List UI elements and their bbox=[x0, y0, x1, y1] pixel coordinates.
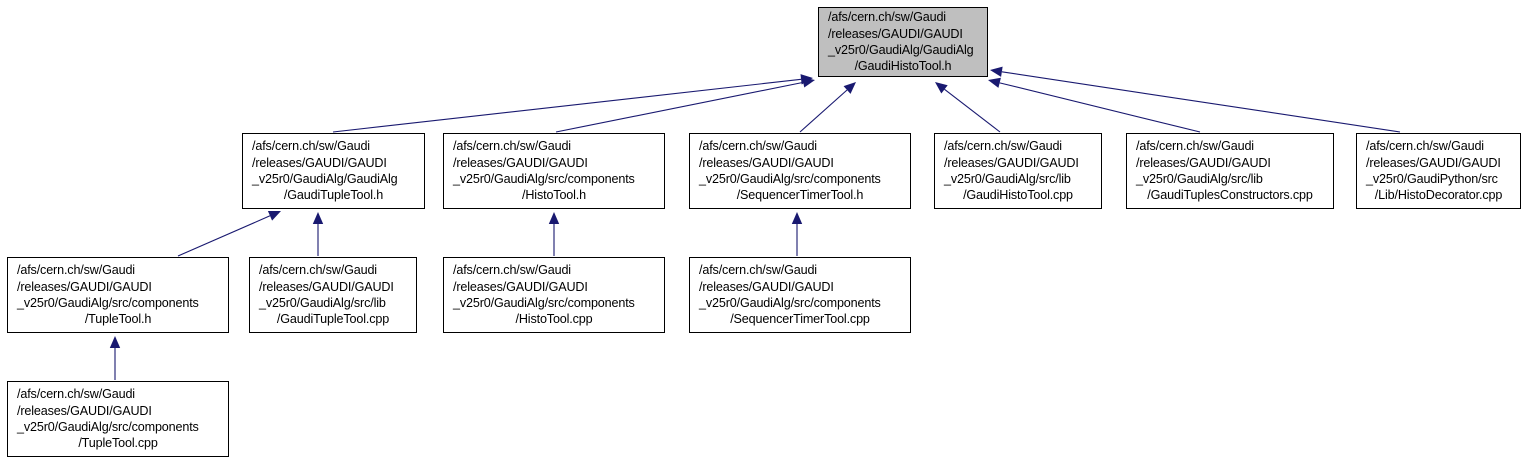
graph-node-label-line: _v25r0/GaudiAlg/src/components bbox=[699, 296, 881, 310]
graph-node-label-line: /releases/GAUDI/GAUDI bbox=[699, 279, 834, 294]
graph-node-label-line: /afs/cern.ch/sw/Gaudi bbox=[699, 263, 817, 278]
graph-node-label-line: /releases/GAUDI/GAUDI bbox=[259, 279, 394, 294]
graph-node-label-line: /HistoTool.cpp bbox=[515, 312, 593, 327]
graph-edge-arrowhead-gauditupletool_h-to-gaudihistotool_h bbox=[800, 74, 813, 85]
graph-edge-arrowhead-tupletool_cpp-to-tupletool_h bbox=[109, 336, 121, 348]
graph-node-histotool_cpp[interactable]: /afs/cern.ch/sw/Gaudi/releases/GAUDI/GAU… bbox=[443, 257, 665, 333]
graph-node-label-line: /GaudiHistoTool.cpp bbox=[963, 188, 1073, 203]
graph-node-gaudihistotool_cpp[interactable]: /afs/cern.ch/sw/Gaudi/releases/GAUDI/GAU… bbox=[934, 133, 1102, 209]
graph-edge-arrowhead-sequencertimertool_cpp-to-sequencertimertool_h bbox=[791, 212, 803, 224]
graph-node-label-line: /releases/GAUDI/GAUDI bbox=[453, 279, 588, 294]
graph-node-gauditupletool_cpp[interactable]: /afs/cern.ch/sw/Gaudi/releases/GAUDI/GAU… bbox=[249, 257, 417, 333]
graph-node-gaudihistotool_h[interactable]: /afs/cern.ch/sw/Gaudi/releases/GAUDI/GAU… bbox=[818, 7, 988, 77]
graph-node-label-line: /afs/cern.ch/sw/Gaudi bbox=[453, 139, 571, 154]
graph-edge-line-gauditublesconstructors_cpp-to-gaudihistotool_h bbox=[999, 82, 1201, 133]
graph-node-label-line: _v25r0/GaudiAlg/src/lib bbox=[259, 296, 386, 310]
graph-edge-arrowhead-sequencertimertool_h-to-gaudihistotool_h bbox=[843, 82, 856, 94]
graph-edge-arrowhead-histodecorator_cpp-to-gaudihistotool_h bbox=[990, 66, 1003, 77]
graph-node-label-line: /afs/cern.ch/sw/Gaudi bbox=[699, 139, 817, 154]
graph-node-label-line: /releases/GAUDI/GAUDI bbox=[453, 155, 588, 170]
graph-edge-line-histodecorator_cpp-to-gaudihistotool_h bbox=[1001, 71, 1401, 133]
graph-node-gauditublesconstructors_cpp[interactable]: /afs/cern.ch/sw/Gaudi/releases/GAUDI/GAU… bbox=[1126, 133, 1334, 209]
graph-node-label-line: /releases/GAUDI/GAUDI bbox=[1366, 155, 1501, 170]
graph-node-label-line: _v25r0/GaudiPython/src bbox=[1366, 172, 1498, 186]
graph-node-label-line: _v25r0/GaudiAlg/GaudiAlg bbox=[828, 43, 974, 57]
graph-node-label-line: /GaudiTuplesConstructors.cpp bbox=[1147, 188, 1313, 203]
graph-node-label-line: _v25r0/GaudiAlg/src/components bbox=[17, 296, 199, 310]
graph-node-label-line: /afs/cern.ch/sw/Gaudi bbox=[259, 263, 377, 278]
graph-node-label-line: _v25r0/GaudiAlg/src/components bbox=[699, 172, 881, 186]
graph-node-label-line: _v25r0/GaudiAlg/src/lib bbox=[1136, 172, 1263, 186]
graph-node-label-line: /releases/GAUDI/GAUDI bbox=[252, 155, 387, 170]
graph-node-label-line: /afs/cern.ch/sw/Gaudi bbox=[17, 387, 135, 402]
graph-edge-line-gauditupletool_h-to-gaudihistotool_h bbox=[332, 78, 802, 133]
graph-node-label-line: /afs/cern.ch/sw/Gaudi bbox=[944, 139, 1062, 154]
graph-edge-arrowhead-histotool_cpp-to-histotool_h bbox=[548, 212, 560, 224]
graph-node-label-line: /releases/GAUDI/GAUDI bbox=[699, 155, 834, 170]
graph-node-label-line: /SequencerTimerTool.h bbox=[736, 188, 864, 203]
graph-edge-line-gaudihistotool_cpp-to-gaudihistotool_h bbox=[944, 88, 1001, 133]
graph-node-label-line: /releases/GAUDI/GAUDI bbox=[17, 403, 152, 418]
graph-node-label-line: /TupleTool.cpp bbox=[78, 436, 158, 451]
graph-node-label-line: /releases/GAUDI/GAUDI bbox=[828, 26, 963, 41]
graph-node-label-line: /afs/cern.ch/sw/Gaudi bbox=[1136, 139, 1254, 154]
graph-node-label-line: /TupleTool.h bbox=[84, 312, 152, 327]
graph-node-histotool_h[interactable]: /afs/cern.ch/sw/Gaudi/releases/GAUDI/GAU… bbox=[443, 133, 665, 209]
graph-node-label-line: _v25r0/GaudiAlg/src/components bbox=[453, 296, 635, 310]
graph-node-label-line: /afs/cern.ch/sw/Gaudi bbox=[453, 263, 571, 278]
graph-node-label-line: /HistoTool.h bbox=[522, 188, 586, 203]
graph-edge-line-histotool_h-to-gaudihistotool_h bbox=[555, 81, 804, 133]
graph-node-label-line: _v25r0/GaudiAlg/src/components bbox=[17, 420, 199, 434]
graph-node-label-line: /GaudiTupleTool.h bbox=[283, 188, 384, 203]
graph-node-label-line: /afs/cern.ch/sw/Gaudi bbox=[828, 10, 946, 25]
graph-node-tupletool_cpp[interactable]: /afs/cern.ch/sw/Gaudi/releases/GAUDI/GAU… bbox=[7, 381, 229, 457]
graph-node-label-line: /afs/cern.ch/sw/Gaudi bbox=[252, 139, 370, 154]
graph-edge-line-sequencertimertool_h-to-gaudihistotool_h bbox=[799, 89, 848, 133]
graph-edge-line-tupletool_h-to-gauditupletool_h bbox=[177, 215, 271, 257]
graph-node-histodecorator_cpp[interactable]: /afs/cern.ch/sw/Gaudi/releases/GAUDI/GAU… bbox=[1356, 133, 1521, 209]
graph-node-label-line: /releases/GAUDI/GAUDI bbox=[944, 155, 1079, 170]
graph-node-label-line: /Lib/HistoDecorator.cpp bbox=[1374, 188, 1503, 203]
graph-edge-arrowhead-gauditublesconstructors_cpp-to-gaudihistotool_h bbox=[988, 77, 1001, 88]
graph-node-label-line: /GaudiHistoTool.h bbox=[854, 59, 952, 74]
graph-edge-arrowhead-gauditupletool_cpp-to-gauditupletool_h bbox=[312, 212, 324, 224]
graph-node-label-line: /SequencerTimerTool.cpp bbox=[730, 312, 870, 327]
graph-node-label-line: /afs/cern.ch/sw/Gaudi bbox=[17, 263, 135, 278]
graph-edge-arrowhead-gaudihistotool_cpp-to-gaudihistotool_h bbox=[935, 82, 948, 94]
graph-edge-arrowhead-histotool_h-to-gaudihistotool_h bbox=[802, 77, 815, 88]
graph-node-label-line: /afs/cern.ch/sw/Gaudi bbox=[1366, 139, 1484, 154]
graph-node-gauditupletool_h[interactable]: /afs/cern.ch/sw/Gaudi/releases/GAUDI/GAU… bbox=[242, 133, 425, 209]
graph-node-label-line: /releases/GAUDI/GAUDI bbox=[17, 279, 152, 294]
graph-node-label-line: _v25r0/GaudiAlg/src/lib bbox=[944, 172, 1071, 186]
graph-node-label-line: /GaudiTupleTool.cpp bbox=[276, 312, 390, 327]
graph-node-label-line: /releases/GAUDI/GAUDI bbox=[1136, 155, 1271, 170]
graph-node-label-line: _v25r0/GaudiAlg/GaudiAlg bbox=[252, 172, 398, 186]
graph-node-label-line: _v25r0/GaudiAlg/src/components bbox=[453, 172, 635, 186]
graph-node-sequencertimertool_cpp[interactable]: /afs/cern.ch/sw/Gaudi/releases/GAUDI/GAU… bbox=[689, 257, 911, 333]
graph-node-sequencertimertool_h[interactable]: /afs/cern.ch/sw/Gaudi/releases/GAUDI/GAU… bbox=[689, 133, 911, 209]
graph-edge-arrowhead-tupletool_h-to-gauditupletool_h bbox=[267, 211, 281, 221]
graph-node-tupletool_h[interactable]: /afs/cern.ch/sw/Gaudi/releases/GAUDI/GAU… bbox=[7, 257, 229, 333]
